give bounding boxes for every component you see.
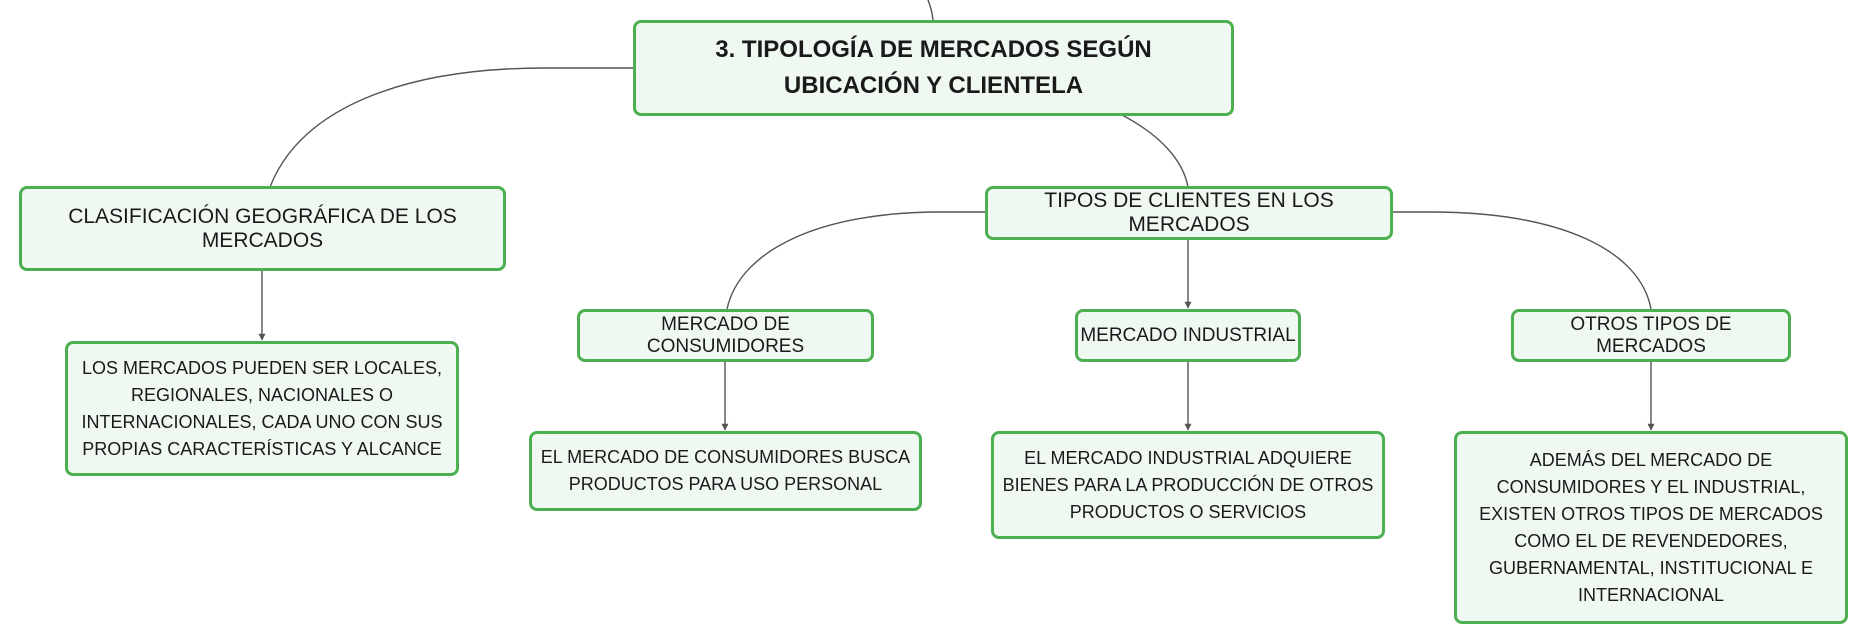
leaf-node-otros-detail[interactable]: ADEMÁS DEL MERCADO DE CONSUMIDORES Y EL … xyxy=(1454,431,1848,624)
branch-node-clasificacion-geografica[interactable]: CLASIFICACIÓN GEOGRÁFICA DE LOS MERCADOS xyxy=(19,186,506,271)
leaf-text-geografica-detail: LOS MERCADOS PUEDEN SER LOCALES, REGIONA… xyxy=(81,357,443,459)
connector-root-to-tipos-clientes xyxy=(1121,114,1189,188)
subtopic-node-otros-tipos[interactable]: OTROS TIPOS DE MERCADOS xyxy=(1511,309,1791,362)
root-topic-node[interactable]: 3. TIPOLOGÍA DE MERCADOS SEGÚN UBICACIÓN… xyxy=(633,20,1234,116)
subtopic-node-mercado-consumidores[interactable]: MERCADO DE CONSUMIDORES xyxy=(577,309,874,362)
leaf-node-geografica-detail[interactable]: LOS MERCADOS PUEDEN SER LOCALES, REGIONA… xyxy=(65,341,459,476)
leaf-node-industrial-detail[interactable]: EL MERCADO INDUSTRIAL ADQUIERE BIENES PA… xyxy=(991,431,1385,539)
subtopic-node-mercado-industrial[interactable]: MERCADO INDUSTRIAL xyxy=(1075,309,1301,362)
branch-label-clasificacion-geografica: CLASIFICACIÓN GEOGRÁFICA DE LOS MERCADOS xyxy=(68,204,457,252)
branch-label-tipos-clientes: TIPOS DE CLIENTES EN LOS MERCADOS xyxy=(1044,189,1334,236)
connector-parent-to-root xyxy=(927,0,934,21)
connector-tipos-to-consumidores xyxy=(726,211,986,310)
branch-node-tipos-clientes[interactable]: TIPOS DE CLIENTES EN LOS MERCADOS xyxy=(985,186,1393,240)
subtopic-label-mercado-consumidores: MERCADO DE CONSUMIDORES xyxy=(646,313,805,357)
connector-root-to-geografica xyxy=(269,67,634,188)
root-topic-title: 3. TIPOLOGÍA DE MERCADOS SEGÚN UBICACIÓN… xyxy=(715,36,1152,99)
leaf-text-industrial-detail: EL MERCADO INDUSTRIAL ADQUIERE BIENES PA… xyxy=(1002,447,1374,522)
subtopic-label-mercado-industrial: MERCADO INDUSTRIAL xyxy=(1080,324,1296,346)
leaf-node-consumidores-detail[interactable]: EL MERCADO DE CONSUMIDORES BUSCA PRODUCT… xyxy=(529,431,922,511)
leaf-text-consumidores-detail: EL MERCADO DE CONSUMIDORES BUSCA PRODUCT… xyxy=(540,447,911,494)
subtopic-label-otros-tipos: OTROS TIPOS DE MERCADOS xyxy=(1570,313,1732,357)
leaf-text-otros-detail: ADEMÁS DEL MERCADO DE CONSUMIDORES Y EL … xyxy=(1479,449,1823,605)
connector-tipos-to-otros xyxy=(1391,211,1652,310)
